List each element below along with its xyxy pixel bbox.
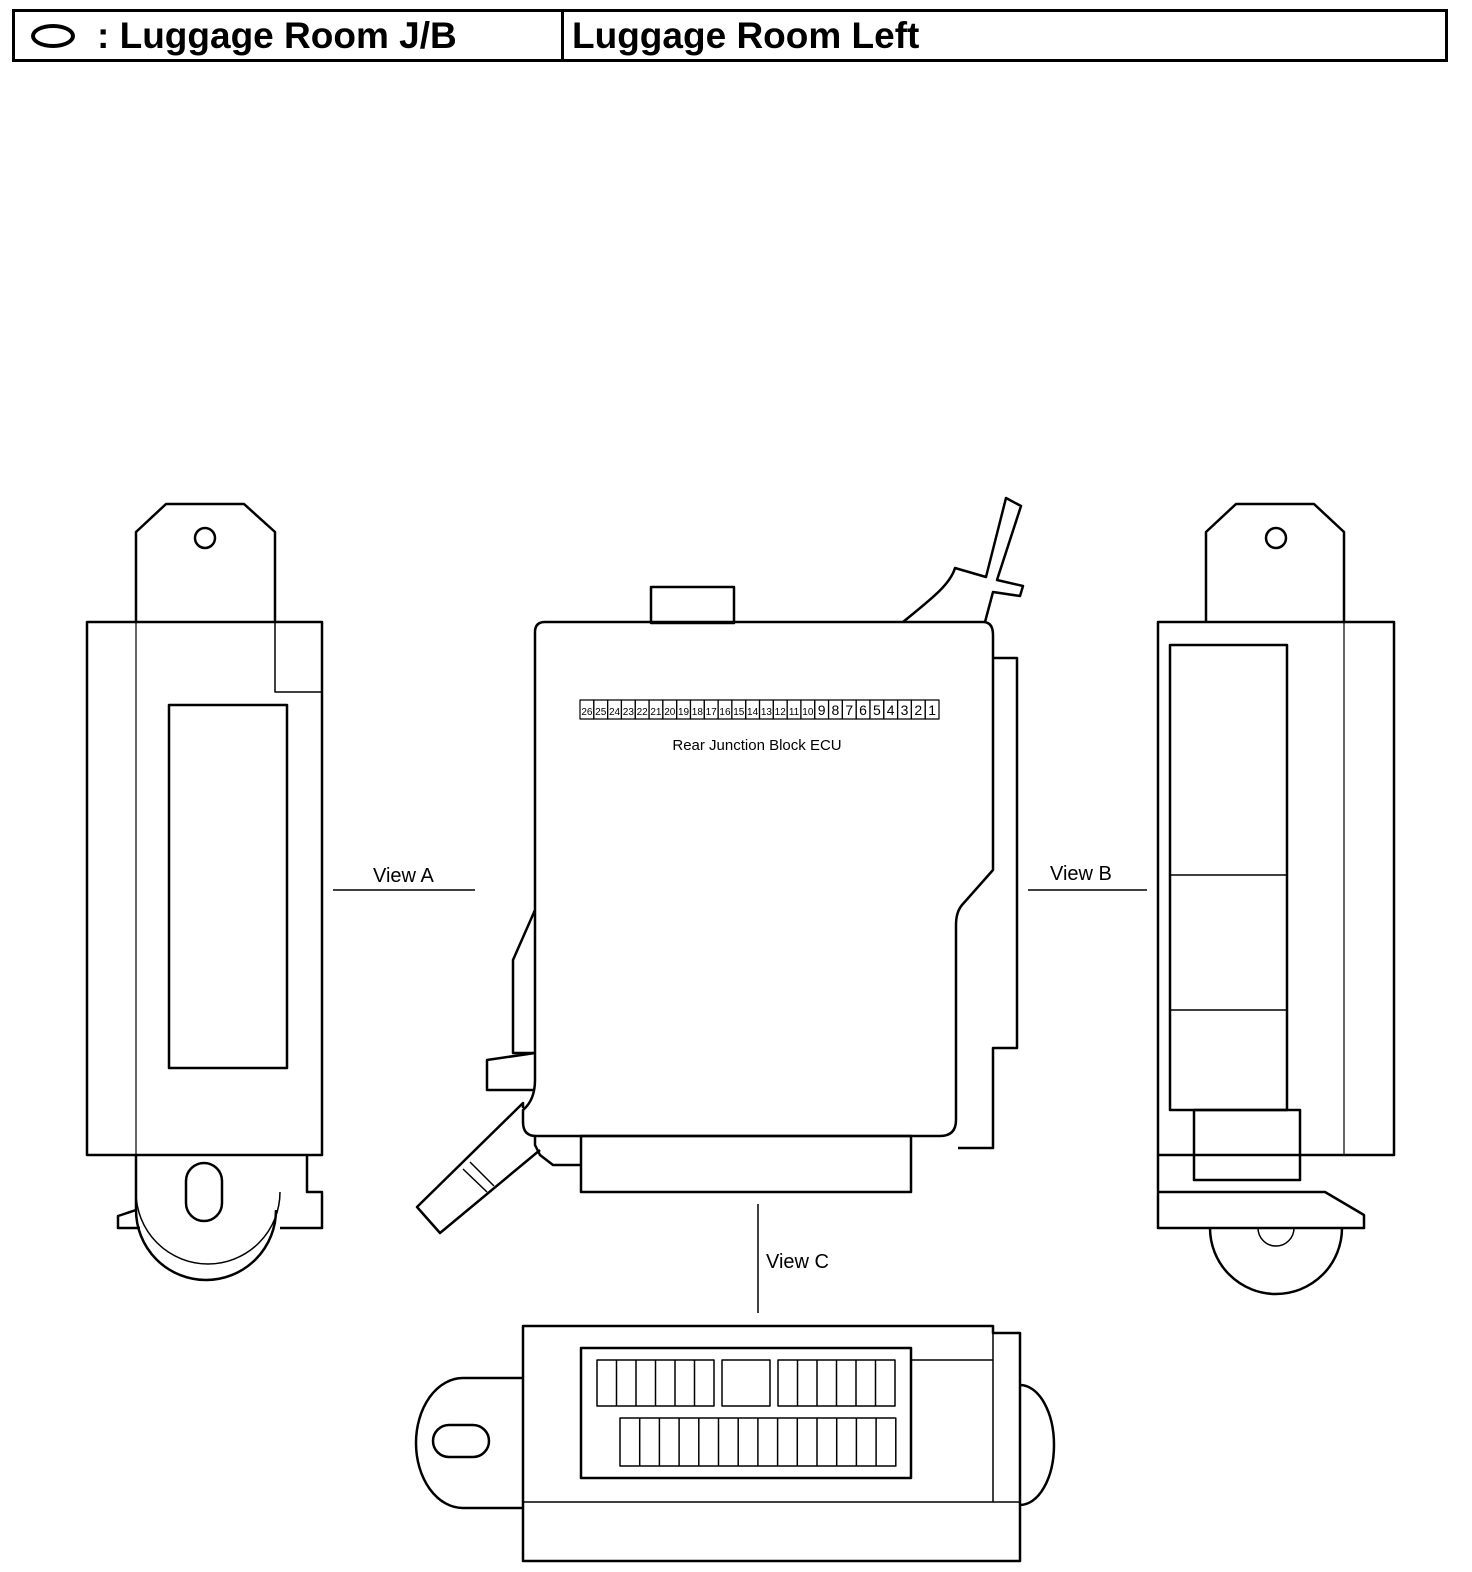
view-callouts: View A View B View C — [333, 863, 1147, 1313]
pin-number: 11 — [789, 707, 800, 718]
oval-symbol-icon — [31, 23, 75, 48]
pin-number: 17 — [706, 707, 718, 718]
view-b-label: View B — [1050, 863, 1112, 885]
pin-number: 23 — [623, 707, 635, 718]
pin-number: 6 — [859, 702, 867, 718]
pin-number: 10 — [802, 707, 814, 718]
pin-number: 1 — [928, 702, 936, 718]
pin-number: 2 — [914, 702, 922, 718]
pin-number: 19 — [678, 707, 690, 718]
view-a-label: View A — [373, 865, 434, 887]
pin-number: 3 — [901, 702, 909, 718]
pin-number: 21 — [650, 707, 662, 718]
pin-number: 4 — [887, 702, 895, 718]
ecu-label: Rear Junction Block ECU — [672, 737, 841, 754]
pin-number: 24 — [609, 707, 621, 718]
pin-number: 5 — [873, 702, 881, 718]
pin-number: 20 — [664, 707, 676, 718]
pin-number: 8 — [832, 702, 840, 718]
pin-number: 9 — [818, 702, 826, 718]
pin-number: 15 — [733, 707, 745, 718]
view-a-drawing — [85, 502, 324, 1282]
view-b-drawing — [1156, 502, 1396, 1296]
location-cell: : Luggage Room J/B — [15, 12, 564, 59]
pin-number: 25 — [595, 707, 607, 718]
pin-number: 22 — [637, 707, 649, 718]
pin-number: 7 — [845, 702, 853, 718]
view-c-drawing — [414, 1324, 1056, 1563]
position-label: Luggage Room Left — [572, 15, 920, 56]
view-c-label: View C — [766, 1251, 829, 1273]
location-label: : Luggage Room J/B — [97, 15, 457, 56]
cavity-group — [721, 1359, 771, 1407]
header-bar: : Luggage Room J/B Luggage Room Left — [12, 9, 1448, 62]
pin-number: 14 — [747, 707, 759, 718]
pin-cell — [924, 699, 940, 720]
pin-number: 26 — [581, 707, 593, 718]
pin-number: 12 — [775, 707, 787, 718]
pin-number: 18 — [692, 707, 704, 718]
pin-number: 16 — [719, 707, 731, 718]
pin-number: 13 — [761, 707, 773, 718]
position-cell: Luggage Room Left — [564, 12, 1445, 59]
